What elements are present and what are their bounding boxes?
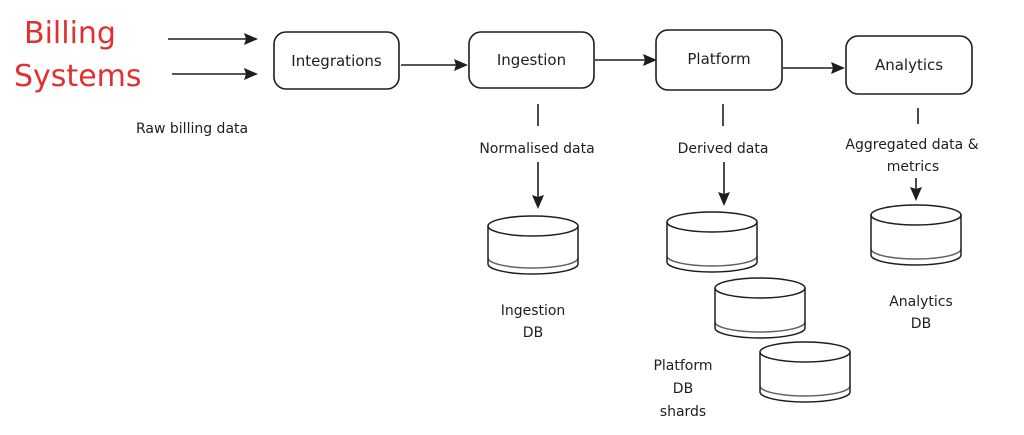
ingestion-down-arrow (532, 162, 544, 209)
input-arrow-1 (168, 33, 258, 45)
analytics-db-cylinder (870, 204, 962, 266)
platform-db-label-line-2: DB (673, 381, 693, 397)
platform-db-shard-2 (714, 277, 806, 339)
analytics-label: Analytics (875, 56, 943, 74)
platform-db-label-line-3: shards (660, 404, 706, 420)
ingestion-db-label-line-1: Ingestion (501, 303, 566, 319)
aggregated-label-line-1: Aggregated data & (845, 137, 978, 153)
ingestion-db-cylinder (487, 215, 579, 275)
platform-down-arrow (718, 162, 730, 206)
analytics-db-label-line-2: DB (911, 316, 931, 332)
aggregated-label-line-2: metrics (887, 159, 939, 175)
platform-db-shard-1 (666, 211, 758, 273)
ingestion-box (468, 31, 595, 89)
platform-label: Platform (687, 50, 750, 68)
arrow-platform-to-analytics (783, 62, 845, 74)
arrow-integrations-to-ingestion (401, 59, 468, 71)
arrow-ingestion-to-platform (595, 54, 657, 66)
derived-data-label: Derived data (678, 141, 769, 157)
normalised-data-label: Normalised data (479, 141, 594, 157)
title-line-2: Systems (14, 59, 142, 94)
input-arrow-2 (172, 68, 258, 80)
platform-db-shard-3 (759, 341, 851, 403)
analytics-db-label-line-1: Analytics (889, 294, 953, 310)
platform-box (655, 29, 783, 91)
analytics-box (845, 35, 973, 95)
integrations-box (273, 31, 400, 90)
raw-billing-data-label: Raw billing data (136, 121, 248, 137)
ingestion-db-label-line-2: DB (523, 325, 543, 341)
analytics-down-arrow (910, 178, 922, 201)
title-line-1: Billing (24, 16, 116, 51)
ingestion-label: Ingestion (497, 51, 566, 69)
platform-db-label-line-1: Platform (653, 358, 712, 374)
integrations-label: Integrations (291, 52, 382, 70)
